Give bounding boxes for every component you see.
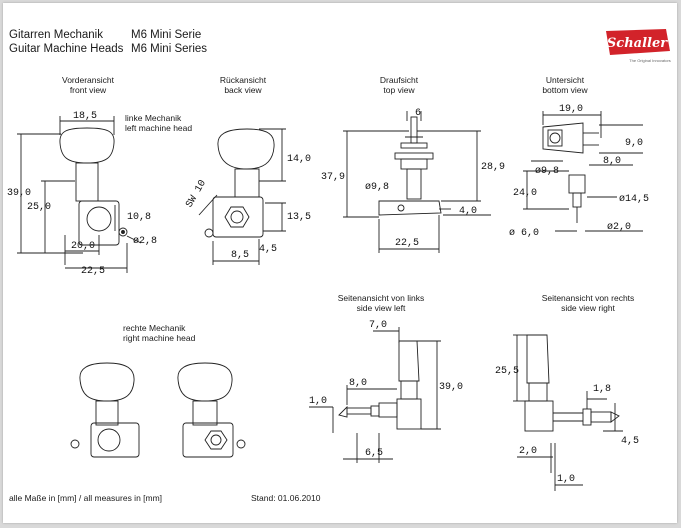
- dim-bottom-nut: ø14,5: [619, 194, 649, 205]
- dim-right-pin: 4,5: [621, 436, 639, 447]
- right-machine-head-drawing: [70, 362, 246, 458]
- dim-bottom-pin: ø2,0: [607, 222, 631, 233]
- dim-back-sw: SW 10: [184, 178, 209, 209]
- svg-text:Schaller: Schaller: [607, 36, 668, 51]
- top-view-drawing: [343, 111, 491, 253]
- caption-bottom-en: bottom view: [542, 85, 588, 95]
- dim-bottom-mid: 8,0: [603, 156, 621, 167]
- dim-top-key: 4,0: [459, 206, 477, 217]
- dim-left-height: 39,0: [439, 382, 463, 393]
- dim-top-height: 37,9: [321, 172, 345, 183]
- revision-date: Stand: 01.06.2010: [251, 493, 321, 503]
- dim-right-gap: 1,0: [557, 474, 575, 485]
- dim-right-height: 25,5: [495, 366, 519, 377]
- measures-note: alle Maße in [mm] / all measures in [mm]: [9, 493, 163, 503]
- title-en: Guitar Machine Heads: [9, 43, 124, 55]
- series-en: M6 Mini Series: [131, 43, 208, 55]
- side-view-right-drawing: [513, 334, 623, 491]
- technical-drawing: 18,5 39,0 25,0 10,8 ø2,8 20,0 22,5 14,0 …: [7, 104, 649, 491]
- dim-front-height: 39,0: [7, 188, 31, 199]
- caption-back-en: back view: [224, 85, 262, 95]
- front-view-drawing: [17, 116, 142, 273]
- right-head-de: rechte Mechanik: [123, 323, 186, 333]
- caption-back-de: Rückansicht: [219, 75, 267, 85]
- caption-right-de: Seitenansicht von rechts: [541, 293, 635, 303]
- dim-left-bushing: 8,0: [349, 378, 367, 389]
- dim-left-gap: 1,0: [309, 396, 327, 407]
- dim-front-width: 18,5: [73, 111, 97, 122]
- datasheet: { "header": { "title_de": "Gitarren Mech…: [3, 3, 677, 523]
- dim-top-dia: ø9,8: [365, 182, 389, 193]
- series-de: M6 Mini Serie: [131, 29, 202, 41]
- caption-bottom-de: Untersicht: [545, 75, 585, 85]
- dim-front-mid: 10,8: [127, 212, 151, 223]
- dim-right-ring: 1,8: [593, 384, 611, 395]
- caption-front-en: front view: [69, 85, 107, 95]
- dim-left-button: 7,0: [369, 320, 387, 331]
- svg-text:The Original Innovators: The Original Innovators: [629, 58, 671, 63]
- dim-right-base: 2,0: [519, 446, 537, 457]
- caption-front-de: Vorderansicht: [62, 75, 114, 85]
- dim-bottom-width: 19,0: [559, 104, 583, 115]
- dim-back-offset: 4,5: [259, 244, 277, 255]
- dim-bottom-upper: 9,0: [625, 138, 643, 149]
- dim-front-hole: ø2,8: [133, 236, 157, 247]
- dim-top-post: 6: [415, 108, 421, 119]
- dim-front-total: 22,5: [81, 266, 105, 277]
- dim-top-width: 22,5: [395, 238, 419, 249]
- dim-back-mid: 13,5: [287, 212, 311, 223]
- left-head-de: linke Mechanik: [125, 113, 182, 123]
- side-view-left-drawing: [309, 327, 441, 463]
- dim-bottom-dia: ø9,8: [535, 166, 559, 177]
- right-head-en: right machine head: [123, 333, 196, 343]
- dim-top-inner: 28,9: [481, 162, 505, 173]
- dim-back-base: 8,5: [231, 250, 249, 261]
- caption-left-de: Seitenansicht von links: [337, 293, 425, 303]
- dim-front-base: 20,0: [71, 241, 95, 252]
- dim-back-upper: 14,0: [287, 154, 311, 165]
- bottom-view-drawing: [523, 111, 643, 232]
- caption-top-de: Draufsicht: [379, 75, 419, 85]
- caption-left-en: side view left: [356, 303, 406, 313]
- brand-logo: Schaller The Original Innovators: [600, 27, 672, 65]
- left-head-en: left machine head: [125, 123, 193, 133]
- title-de: Gitarren Mechanik: [9, 29, 103, 41]
- dim-left-base: 6,5: [365, 448, 383, 459]
- caption-top-en: top view: [383, 85, 415, 95]
- dim-front-lower: 25,0: [27, 202, 51, 213]
- back-view-drawing: [198, 128, 286, 265]
- dim-bottom-post: ø 6,0: [509, 228, 539, 239]
- dim-bottom-height: 24,0: [513, 188, 537, 199]
- caption-right-en: side view right: [561, 303, 615, 313]
